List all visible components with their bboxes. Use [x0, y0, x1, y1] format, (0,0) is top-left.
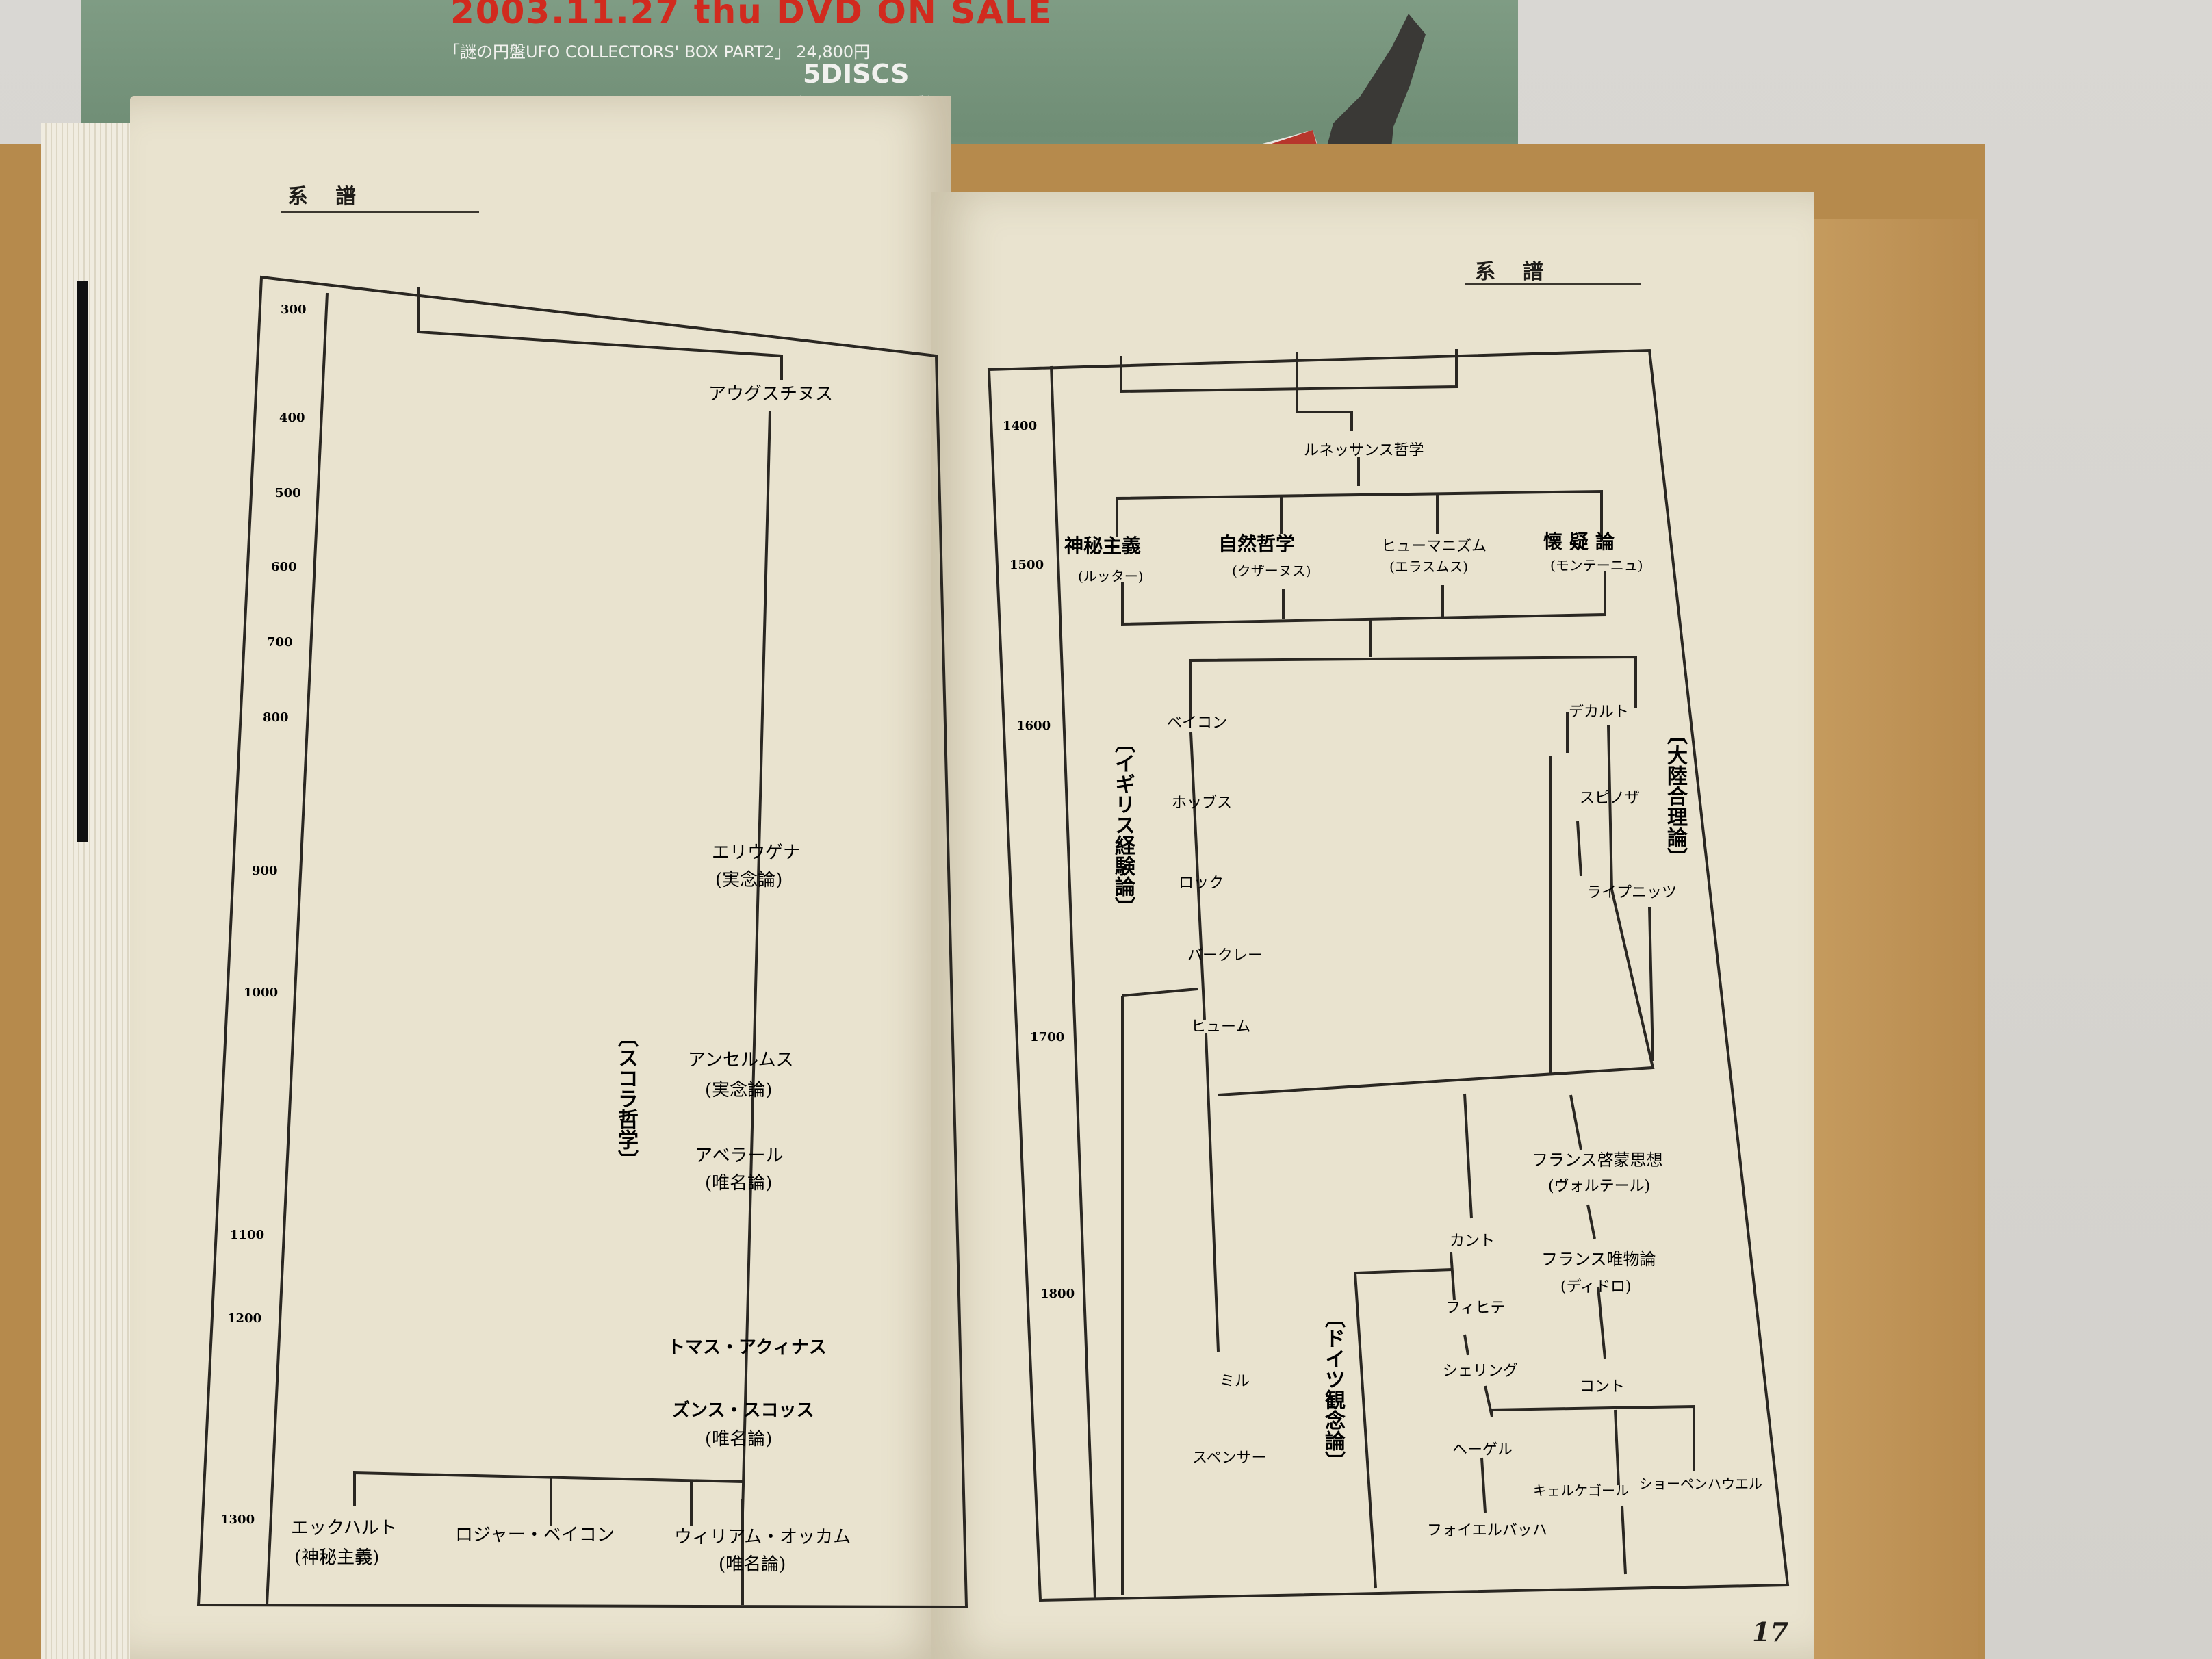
node-descartes: デカルト: [1569, 704, 1630, 721]
right-page: [931, 192, 1814, 1659]
node-hegel: ヘーゲル: [1452, 1441, 1513, 1458]
node-scotus-school: (唯名論): [705, 1429, 773, 1450]
node-schopenhauer: ショーペンハウエル: [1639, 1476, 1762, 1492]
node-skepticism-rep: (モンテーニュ): [1550, 557, 1643, 574]
year-label: 500: [275, 486, 301, 500]
node-scotus: ズンス・スコッス: [672, 1400, 814, 1421]
node-humanism-rep: (エラスムス): [1389, 558, 1469, 575]
year-label: 600: [271, 560, 297, 574]
node-eckhart-school: (神秘主義): [294, 1547, 380, 1568]
bookmark-sliver: [77, 281, 88, 842]
node-mill: ミル: [1220, 1373, 1250, 1390]
year-label: 1700: [1030, 1030, 1065, 1044]
node-feuerbach: フォイエルバッハ: [1427, 1522, 1547, 1539]
node-abelard: アベラール: [695, 1146, 784, 1166]
node-renaissance: ルネッサンス哲学: [1304, 442, 1424, 459]
node-anselm: アンセルムス: [688, 1050, 794, 1070]
node-locke: ロック: [1179, 875, 1224, 892]
node-french-materialism: フランス唯物論: [1541, 1250, 1656, 1269]
node-kierkegaard: キェルケゴール: [1533, 1482, 1629, 1499]
flyer-discs: 5DISCS: [803, 59, 910, 89]
node-eckhart: エックハルト: [291, 1518, 397, 1539]
node-spencer: スペンサー: [1192, 1450, 1267, 1467]
node-schelling: シェリング: [1443, 1363, 1519, 1380]
page-number: 17: [1752, 1617, 1788, 1647]
british-empiricism-label: 〔イギリス経験論〕: [1111, 732, 1135, 917]
page-edges: [41, 123, 137, 1659]
node-voltaire: (ヴォルテール): [1548, 1178, 1651, 1195]
node-anselm-school: (実念論): [705, 1080, 773, 1101]
node-bacon: ベイコン: [1167, 715, 1228, 732]
left-header-rule: [281, 211, 479, 213]
node-spinoza: スピノザ: [1580, 790, 1641, 807]
node-french-enlightenment: フランス啓蒙思想: [1532, 1150, 1663, 1170]
flyer-subtitle: 「謎の円盤UFO COLLECTORS' BOX PART2」 24,800円: [443, 42, 871, 62]
node-humanism: ヒューマニズム: [1381, 538, 1487, 555]
year-label: 400: [279, 411, 305, 425]
year-label: 1800: [1040, 1287, 1075, 1301]
node-eriugena: エリウゲナ: [712, 843, 801, 863]
node-aquinas: トマス・アクィナス: [667, 1337, 827, 1358]
left-page-header: 系譜: [287, 185, 383, 209]
node-roger-bacon: ロジャー・ベイコン: [455, 1525, 615, 1545]
node-augustine: アウグスチヌス: [708, 384, 834, 404]
node-leibniz: ライプニッツ: [1586, 884, 1677, 901]
year-label: 1200: [227, 1311, 262, 1326]
book-cover-right: [1800, 219, 1978, 1659]
year-label: 900: [252, 864, 278, 878]
node-skepticism: 懐疑論: [1543, 530, 1622, 553]
year-label: 1300: [220, 1513, 255, 1527]
flyer-headline: 2003.11.27 thu DVD ON SALE: [450, 0, 1053, 31]
year-label: 300: [281, 303, 307, 317]
german-idealism-label: 〔ドイツ観念論〕: [1321, 1307, 1345, 1471]
year-label: 1100: [230, 1228, 265, 1242]
node-ockham-school: (唯名論): [719, 1554, 786, 1575]
year-label: 1500: [1009, 558, 1044, 572]
year-label: 700: [267, 635, 293, 650]
node-berkeley: バークレー: [1187, 947, 1263, 964]
node-natural-philosophy-rep: (クザーヌス): [1232, 563, 1311, 579]
right-header-rule: [1465, 283, 1641, 285]
node-abelard-school: (唯名論): [705, 1173, 773, 1194]
year-label: 1400: [1003, 419, 1038, 433]
node-eriugena-school: (実念論): [715, 870, 783, 890]
node-kant: カント: [1450, 1233, 1495, 1250]
year-label: 1000: [244, 986, 279, 1000]
node-ockham: ウィリアム・オッカム: [674, 1527, 851, 1547]
left-page: [130, 96, 951, 1659]
continental-rationalism-label: 〔大陸合理論〕: [1663, 724, 1687, 868]
node-comte: コント: [1580, 1378, 1625, 1396]
node-natural-philosophy: 自然哲学: [1218, 532, 1296, 555]
scholasticism-label: 〔スコラ哲学〕: [614, 1027, 638, 1170]
node-hume: ヒューム: [1191, 1018, 1251, 1036]
year-label: 800: [263, 710, 289, 725]
node-hobbes: ホッブス: [1172, 795, 1233, 812]
year-label: 1600: [1016, 719, 1051, 733]
node-mysticism: 神秘主義: [1064, 535, 1142, 557]
node-diderot: (ディドロ): [1560, 1278, 1632, 1296]
node-mysticism-rep: (ルッター): [1078, 568, 1144, 584]
node-fichte: フィヒテ: [1445, 1300, 1506, 1317]
right-page-header: 系譜: [1475, 260, 1571, 284]
